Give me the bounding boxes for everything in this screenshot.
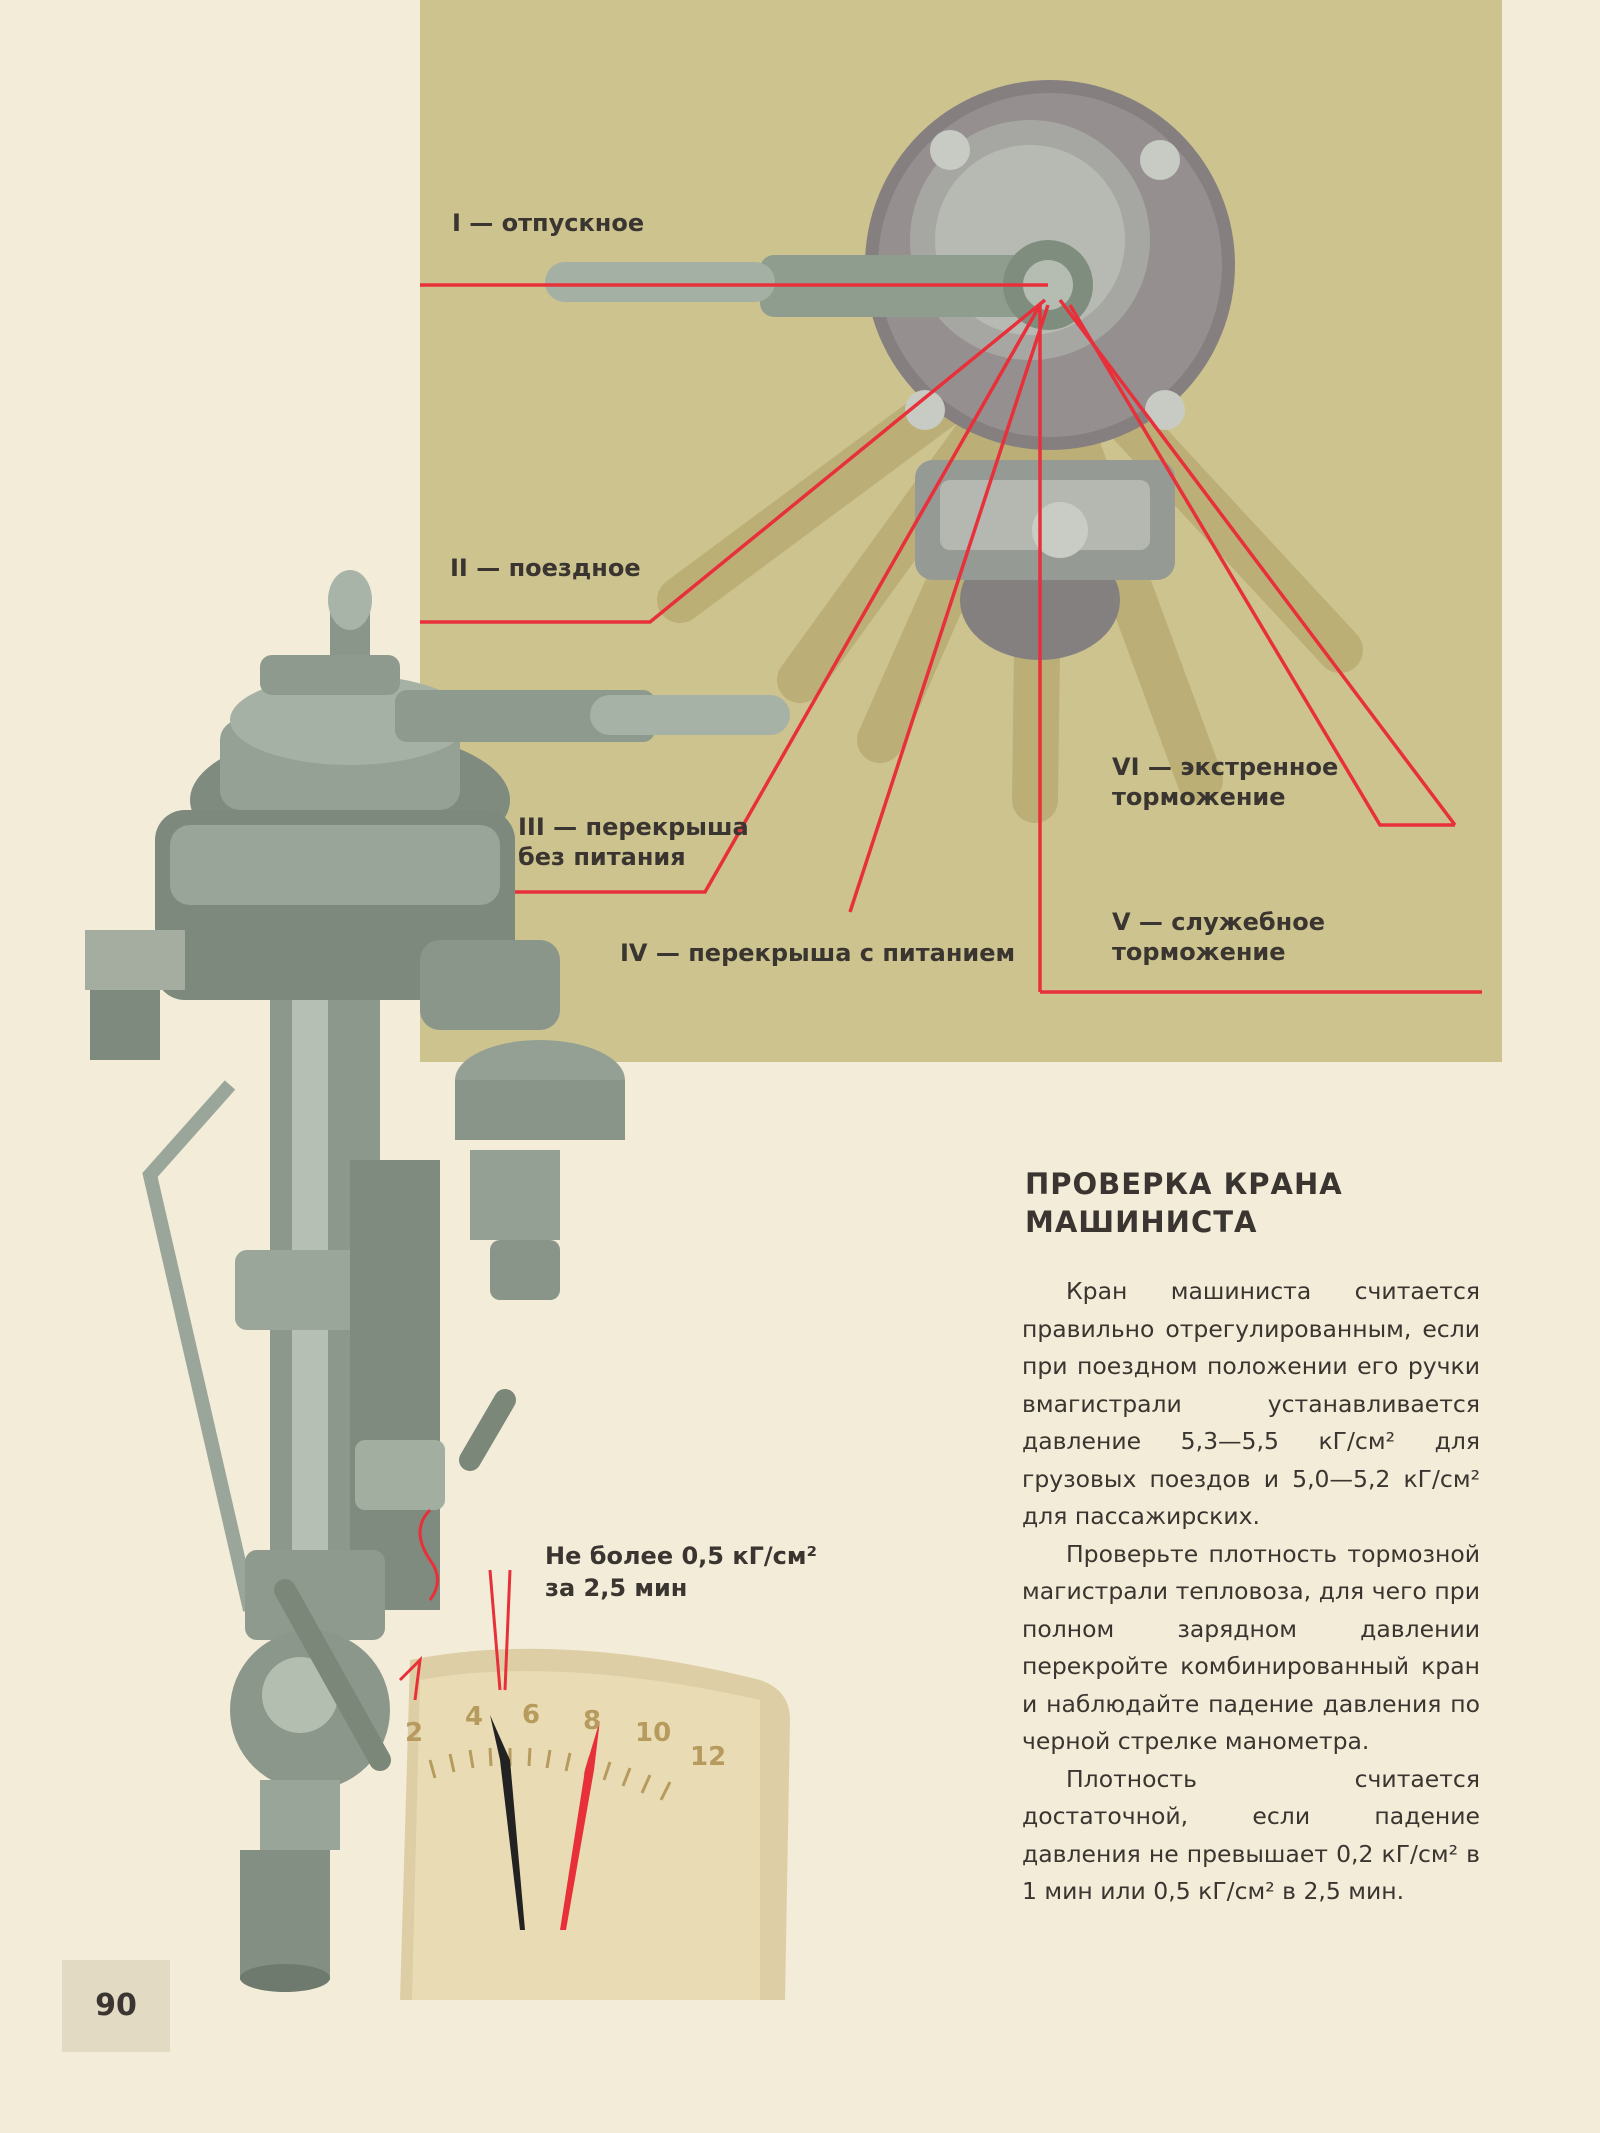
pressure-note: Не более 0,5 кГ/см² за 2,5 мин [545, 1540, 817, 1604]
label-position-1: I — отпускное [452, 209, 645, 237]
gauge-tick-4: 4 [465, 1702, 484, 1732]
label-position-3: III — перекрыша без питания [518, 812, 749, 872]
red-markings [398, 1508, 512, 1701]
label-position-2: II — поездное [450, 554, 641, 582]
heading-line1: ПРОВЕРКА КРАНА [1025, 1167, 1343, 1201]
gauge-tick-6: 6 [522, 1700, 541, 1730]
label-position-5: V — служебное торможение [1112, 907, 1325, 967]
label-position-5-line1: V — служебное [1112, 908, 1325, 936]
label-position-6-line1: VI — экстренное [1112, 753, 1339, 781]
section-heading: ПРОВЕРКА КРАНА МАШИНИСТА [1025, 1165, 1445, 1241]
gauge-tick-2: 2 [405, 1718, 424, 1748]
body-text: Кран машиниста считается правильно отрег… [1022, 1273, 1480, 1911]
gauge-tick-10: 10 [635, 1718, 672, 1748]
valve-assembly [85, 570, 790, 1992]
gauge-tick-8: 8 [583, 1706, 602, 1736]
label-position-6: VI — экстренное торможение [1112, 752, 1338, 812]
page-number: 90 [62, 1960, 170, 2052]
label-position-4: IV — перекрыша с питанием [620, 939, 1016, 967]
paragraph: Проверьте плотность тормозной магистрали… [1022, 1539, 1480, 1756]
label-position-3-line2: без питания [518, 843, 686, 871]
paragraph: Плотность считается достаточной, если па… [1022, 1764, 1480, 1906]
heading-line2: МАШИНИСТА [1025, 1205, 1258, 1239]
pressure-note-line2: за 2,5 мин [545, 1574, 688, 1602]
guide-lines [420, 283, 1482, 994]
pressure-note-line1: Не более 0,5 кГ/см² [545, 1542, 818, 1570]
label-position-6-line2: торможение [1112, 783, 1286, 811]
driver-valve-top [545, 80, 1235, 660]
pressure-gauge [400, 1648, 790, 2000]
label-position-5-line2: торможение [1112, 938, 1286, 966]
gauge-tick-12: 12 [690, 1742, 727, 1772]
label-position-3-line1: III — перекрыша [518, 813, 749, 841]
paragraph: Кран машиниста считается правильно отрег… [1022, 1277, 1480, 1530]
